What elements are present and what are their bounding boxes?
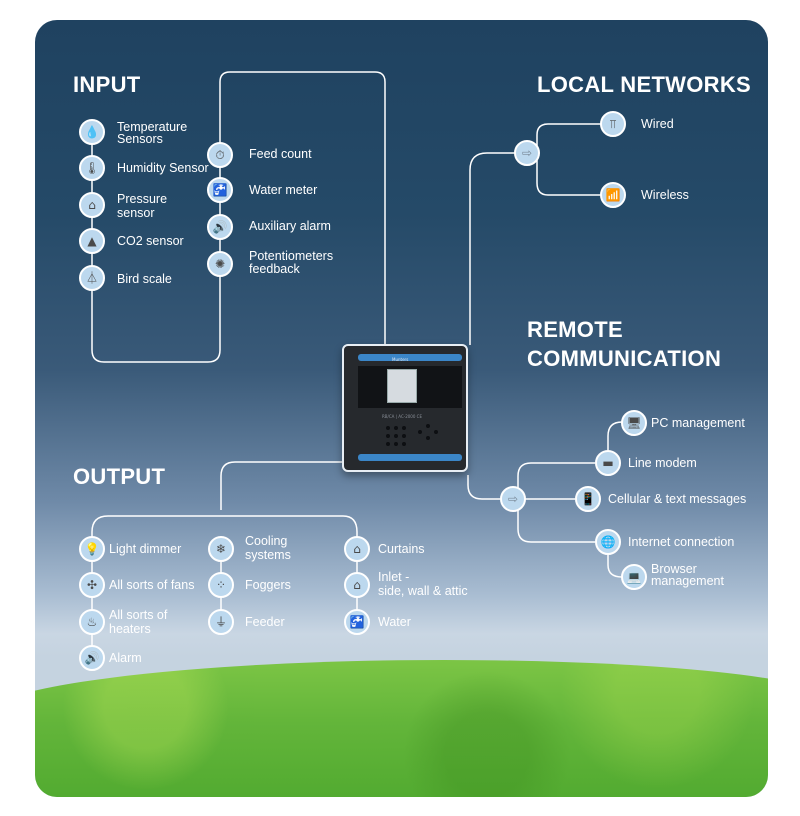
controller-bottom-band xyxy=(358,454,462,461)
alarm-icon: 🔊 xyxy=(79,645,105,671)
temperature-sensors-icon: 💧 xyxy=(79,119,105,145)
auxiliary-alarm-icon: 🔊 xyxy=(207,214,233,240)
remote-branch xyxy=(517,421,625,578)
label-water: Water xyxy=(378,615,411,629)
inlet-icon: ⌂ xyxy=(344,572,370,598)
keypad-key[interactable] xyxy=(418,430,422,434)
remote-communication-heading-line2: COMMUNICATION xyxy=(527,346,722,371)
water-icon: 🚰 xyxy=(344,609,370,635)
label-light-dimmer: Light dimmer xyxy=(109,542,182,556)
line-modem-icon: ▬ xyxy=(595,450,621,476)
controller-device: Munters RB/CA | AC-2000 CE xyxy=(342,344,468,472)
local-net-line xyxy=(469,152,517,345)
label-fans: All sorts of fans xyxy=(109,578,195,592)
humidity-sensor-icon: 🌡 xyxy=(79,155,105,181)
internet-connection-icon: 🌐 xyxy=(595,529,621,555)
local-net-branch xyxy=(536,123,605,196)
label-internet-connection: Internet connection xyxy=(628,535,735,549)
label-temperature-sensors-2: Sensors xyxy=(117,132,163,146)
feeder-icon: ⏚ xyxy=(208,609,234,635)
pc-management-icon: 🖥 xyxy=(621,410,647,436)
controller-lcd xyxy=(387,369,417,403)
label-alarm: Alarm xyxy=(109,651,142,665)
potentiometers-feedback-icon: ✺ xyxy=(207,251,233,277)
keypad-key[interactable] xyxy=(402,434,406,438)
label-heaters-1: All sorts of xyxy=(109,608,168,622)
label-browser-management-1: Browser xyxy=(651,562,697,576)
keypad-key[interactable] xyxy=(394,426,398,430)
output-trunk xyxy=(220,461,345,510)
label-humidity-sensor: Humidity Sensor xyxy=(117,161,209,175)
keypad-key[interactable] xyxy=(426,424,430,428)
fans-icon: ✣ xyxy=(79,572,105,598)
output-bar xyxy=(91,515,358,660)
bird-scale-icon: ⏃ xyxy=(79,265,105,291)
label-pressure-sensor-1: Pressure xyxy=(117,192,168,206)
output-heading: OUTPUT xyxy=(73,464,166,489)
cooling-systems-icon: ❄ xyxy=(208,536,234,562)
label-feeder: Feeder xyxy=(245,615,285,629)
browser-management-icon: 💻 xyxy=(621,564,647,590)
label-potentiometers-1: Potentiometers xyxy=(249,249,334,263)
label-bird-scale: Bird scale xyxy=(117,272,172,286)
label-cooling-2: systems xyxy=(245,548,291,562)
label-feed-count: Feed count xyxy=(249,147,312,161)
input-heading: INPUT xyxy=(73,72,141,97)
keypad-key[interactable] xyxy=(402,442,406,446)
diagram-card: INPUT LOCAL NETWORKS REMOTE COMMUNICATIO… xyxy=(35,20,768,797)
keypad-key[interactable] xyxy=(402,426,406,430)
feed-count-icon: ⏱ xyxy=(207,142,233,168)
label-auxiliary-alarm: Auxiliary alarm xyxy=(249,219,331,233)
remote-communication-heading-line1: REMOTE xyxy=(527,317,623,342)
foggers-icon: ⁘ xyxy=(208,572,234,598)
keypad-key[interactable] xyxy=(386,426,390,430)
remote-hub-icon: ⇨ xyxy=(500,486,526,512)
label-pressure-sensor-2: sensor xyxy=(117,206,155,220)
keypad-key[interactable] xyxy=(426,436,430,440)
connector-lines xyxy=(91,71,625,660)
water-meter-icon: 🚰 xyxy=(207,177,233,203)
label-temperature-sensors-1: Temperature xyxy=(117,120,188,134)
keypad-key[interactable] xyxy=(434,430,438,434)
wired-icon: ⫪ xyxy=(600,111,626,137)
label-inlet-2: side, wall & attic xyxy=(378,584,468,598)
heaters-icon: ♨ xyxy=(79,609,105,635)
label-heaters-2: heaters xyxy=(109,622,151,636)
label-water-meter: Water meter xyxy=(249,183,318,197)
label-pc-management: PC management xyxy=(651,416,745,430)
keypad-key[interactable] xyxy=(394,442,398,446)
controller-brand: Munters xyxy=(392,357,409,362)
label-wireless: Wireless xyxy=(641,188,689,202)
controller-model: RB/CA | AC-2000 CE xyxy=(382,414,422,419)
label-foggers: Foggers xyxy=(245,578,291,592)
keypad-key[interactable] xyxy=(386,442,390,446)
co2-sensor-icon: ▲ xyxy=(79,228,105,254)
pressure-sensor-icon: ⌂ xyxy=(79,192,105,218)
local-networks-heading: LOCAL NETWORKS xyxy=(537,72,752,97)
remote-trunk xyxy=(467,475,500,500)
curtains-icon: ⌂ xyxy=(344,536,370,562)
label-line-modem: Line modem xyxy=(628,456,697,470)
local-networks-hub-icon: ⇨ xyxy=(514,140,540,166)
keypad-key[interactable] xyxy=(394,434,398,438)
grass-background xyxy=(35,660,768,797)
label-curtains: Curtains xyxy=(378,542,425,556)
label-potentiometers-2: feedback xyxy=(249,262,300,276)
label-cooling-1: Cooling xyxy=(245,534,288,548)
controller-top-band xyxy=(358,354,462,361)
controller-body xyxy=(342,344,468,472)
wireless-icon: 📶 xyxy=(600,182,626,208)
label-co2-sensor: CO2 sensor xyxy=(117,234,184,248)
light-dimmer-icon: 💡 xyxy=(79,536,105,562)
keypad-key[interactable] xyxy=(386,434,390,438)
label-browser-management-2: management xyxy=(651,574,724,588)
cellular-icon: 📱 xyxy=(575,486,601,512)
label-cellular: Cellular & text messages xyxy=(608,492,747,506)
label-inlet-1: Inlet - xyxy=(378,570,410,584)
label-wired: Wired xyxy=(641,117,674,131)
